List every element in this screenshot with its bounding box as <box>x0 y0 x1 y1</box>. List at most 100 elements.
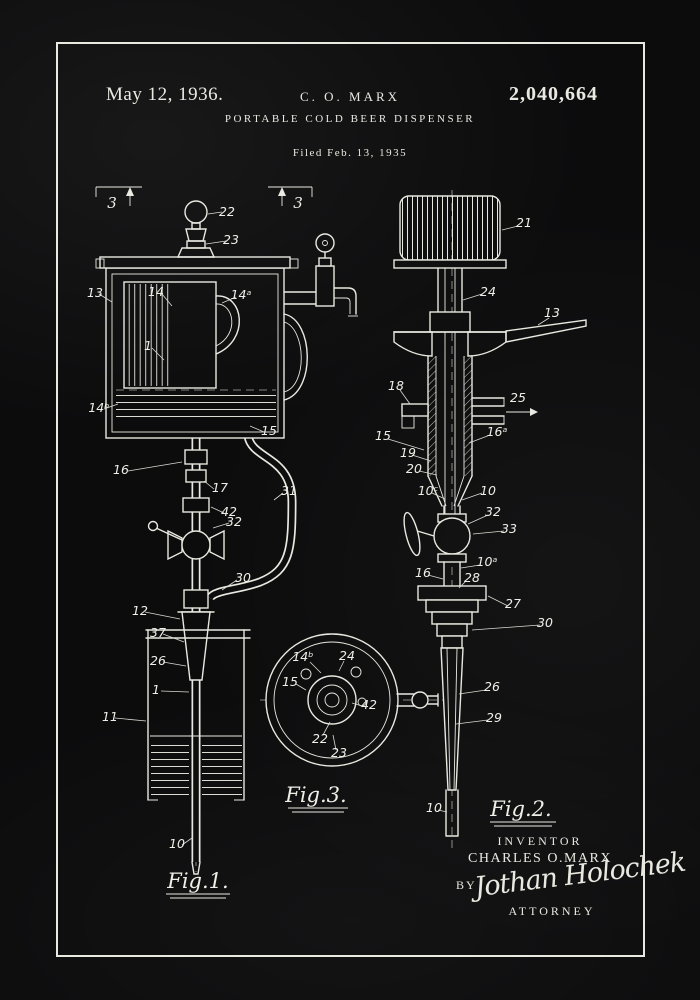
inventor-label: INVENTOR <box>497 834 583 848</box>
liquid-left <box>151 740 189 796</box>
bottom-tube <box>445 789 459 837</box>
fig1-funnel <box>177 611 215 681</box>
part-label-32: 32 <box>226 514 242 529</box>
part-label-25: 25 <box>510 390 526 405</box>
part-label-28: 28 <box>464 570 480 585</box>
nozzle-cone <box>440 647 464 791</box>
fig3-inner-ring <box>273 641 391 759</box>
fig2-body <box>401 355 505 507</box>
part-label-42: 42 <box>361 697 377 712</box>
part-label-26: 26 <box>484 679 500 694</box>
figure-1: 22 23 13 14 14ᵃ 1 14ᵇ 15 16 17 42 31 32 … <box>87 200 358 899</box>
section-mark-right: 3 <box>268 186 313 212</box>
fig3-outer-ring <box>265 633 399 767</box>
part-label-16: 16 <box>415 565 431 580</box>
fig2-caption: Fig.2. <box>489 797 556 827</box>
part-label-10: 10 <box>169 836 185 851</box>
part-label-10a: 10ᵃ <box>477 554 498 569</box>
part-label-30: 30 <box>235 570 251 585</box>
faucet-spout <box>333 287 357 315</box>
fig1-bucket <box>145 629 251 801</box>
part-label-37: 37 <box>150 625 166 640</box>
section-mark-left: 3 <box>95 186 142 212</box>
part-label-14b: 14ᵇ <box>88 400 109 415</box>
fig1-tee-junction <box>183 589 209 609</box>
flange-blade <box>505 319 587 343</box>
svg-text:Fig.3.: Fig.3. <box>284 783 346 807</box>
part-label-23: 23 <box>331 745 347 760</box>
fig3-bolt-right <box>350 666 362 678</box>
part-label-14a: 14ᵃ <box>231 287 252 302</box>
fig1-pipe-tip <box>191 861 201 875</box>
inventor-name: CHARLES O.MARX <box>468 851 612 866</box>
part-label-1: 1 <box>144 338 152 353</box>
fig1-leader-lines <box>98 211 284 846</box>
fig1-ball-valve <box>147 520 225 561</box>
part-label-32: 32 <box>485 504 501 519</box>
fig3-bolt-left <box>300 668 312 680</box>
part-label-22: 22 <box>219 204 235 219</box>
patent-number: 2,040,664 <box>509 83 598 105</box>
tank-ice-section <box>116 394 276 422</box>
part-label-24: 24 <box>480 284 496 299</box>
fig3-side-tap <box>396 691 439 709</box>
part-label-13: 13 <box>87 285 103 300</box>
fig3-leader-lines <box>295 660 363 751</box>
part-label-14: 14 <box>148 284 164 299</box>
inner-vessel <box>123 281 217 389</box>
fig2-stepped-nozzle <box>417 585 487 837</box>
body-cone <box>427 475 473 507</box>
fig2-shaft <box>429 261 471 514</box>
part-label-14b: 14ᵇ <box>292 649 313 664</box>
fig1-valve-bonnet <box>182 497 210 513</box>
section-number-left: 3 <box>107 194 117 212</box>
part-label-1b: 1 <box>152 682 160 697</box>
signature-block: INVENTOR CHARLES O.MARX BY Jothan Holoch… <box>440 834 687 926</box>
part-label-29: 29 <box>486 710 502 725</box>
outlet-port-right <box>471 397 505 425</box>
figure-3: 14ᵇ 24 15 42 22 23 Fig.3. <box>260 633 444 813</box>
fig1-faucet <box>283 233 358 317</box>
part-label-10: 10 <box>480 483 496 498</box>
part-label-10b: 10 <box>426 800 442 815</box>
fig1-union-fitting <box>184 449 208 465</box>
part-label-31: 31 <box>281 483 297 498</box>
tank-lid <box>99 256 291 269</box>
valve-wing-handle <box>403 511 421 557</box>
fig3-center-boss <box>307 675 357 725</box>
part-label-13: 13 <box>544 305 560 320</box>
part-label-15: 15 <box>282 674 298 689</box>
fig1-caption: Fig.1. <box>166 869 230 899</box>
part-label-10c: 10ᶜ <box>418 483 439 498</box>
part-label-16a: 16ᵃ <box>487 424 508 439</box>
fig2-knurled-cap <box>393 195 507 269</box>
part-label-26: 26 <box>150 653 166 668</box>
part-label-42: 42 <box>221 504 237 519</box>
shaft-collar <box>429 311 471 333</box>
fig1-lid-knob <box>176 200 216 258</box>
inlet-port-left <box>401 403 429 429</box>
fig2-flange <box>393 319 587 357</box>
part-label-20: 20 <box>406 461 422 476</box>
part-label-12: 12 <box>132 603 148 618</box>
liquid-right <box>202 740 242 796</box>
fig1-siphon-tube <box>205 434 297 601</box>
attorney-label: ATTORNEY <box>508 904 596 918</box>
part-label-11: 11 <box>102 709 118 724</box>
cap-base <box>393 259 507 269</box>
patent-author: C. O. MARX <box>299 89 401 104</box>
fig1-tank <box>95 256 308 439</box>
border-frame <box>56 42 645 957</box>
fig3-caption: Fig.3. <box>284 783 348 813</box>
faucet-body <box>315 265 335 307</box>
patent-date: May 12, 1936. <box>106 84 224 105</box>
part-label-15: 15 <box>375 428 391 443</box>
patent-filed-line: Filed Feb. 13, 1935 <box>292 147 408 159</box>
faucet-handle <box>315 233 335 253</box>
section-number-right: 3 <box>293 194 303 212</box>
part-label-15: 15 <box>261 423 277 438</box>
flow-arrow <box>506 408 538 416</box>
part-label-22: 22 <box>312 731 328 746</box>
